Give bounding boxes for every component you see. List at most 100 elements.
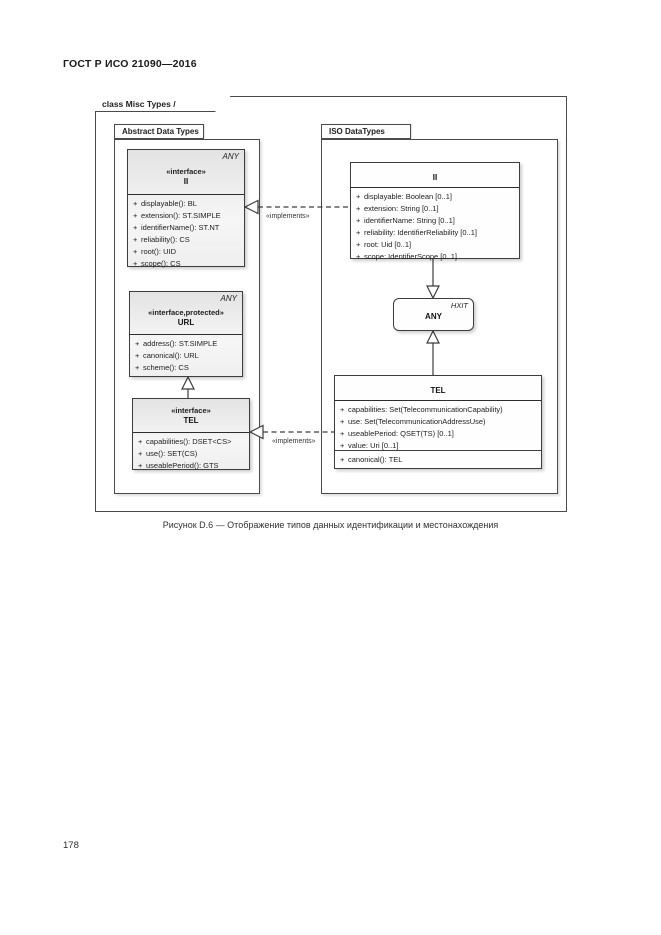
attribute-row: +capabilities(): DSET<CS> bbox=[133, 436, 249, 448]
class-box-abstract-tel: «interface» TEL +capabilities(): DSET<CS… bbox=[132, 398, 250, 470]
attribute-row: +useablePeriod: QSET(TS) [0..1] bbox=[335, 428, 541, 440]
stereotype-label: «interface,protected» bbox=[148, 308, 224, 317]
attribute-text: root: Uid [0..1] bbox=[364, 240, 412, 249]
attribute-row: +root(): UID bbox=[128, 246, 244, 258]
visibility: + bbox=[135, 339, 140, 348]
visibility: + bbox=[356, 216, 361, 225]
attribute-text: identifierName: String [0..1] bbox=[364, 216, 455, 225]
generalization-arrowhead-ii-any bbox=[426, 285, 440, 300]
class-name: URL bbox=[177, 318, 195, 327]
attribute-row: +use: Set(TelecommunicationAddressUse) bbox=[335, 416, 541, 428]
attribute-row: +identifierName: String [0..1] bbox=[351, 215, 519, 227]
attribute-compartment: +displayable(): BL +extension(): ST.SIMP… bbox=[128, 195, 244, 270]
operation-row: +canonical(): TEL bbox=[335, 454, 541, 466]
visibility: + bbox=[340, 429, 345, 438]
corner-label-hxit: HXIT bbox=[450, 301, 468, 310]
attribute-row: +reliability: IdentifierReliability [0..… bbox=[351, 227, 519, 239]
operation-compartment: +canonical(): TEL bbox=[335, 450, 541, 466]
attribute-row: +displayable(): BL bbox=[128, 198, 244, 210]
attribute-row: +address(): ST.SIMPLE bbox=[130, 338, 242, 350]
package-label: ISO DataTypes bbox=[329, 127, 385, 136]
visibility: + bbox=[340, 417, 345, 426]
visibility: + bbox=[133, 247, 138, 256]
attribute-text: reliability(): CS bbox=[141, 235, 190, 244]
attribute-text: use: Set(TelecommunicationAddressUse) bbox=[348, 417, 486, 426]
visibility: + bbox=[340, 405, 345, 414]
implements-label-top: «implements» bbox=[266, 213, 310, 220]
attribute-row: +extension(): ST.SIMPLE bbox=[128, 210, 244, 222]
visibility: + bbox=[133, 199, 138, 208]
visibility: + bbox=[133, 223, 138, 232]
visibility: + bbox=[133, 259, 138, 268]
visibility: + bbox=[356, 228, 361, 237]
attribute-text: capabilities(): DSET<CS> bbox=[146, 437, 232, 446]
attribute-text: displayable(): BL bbox=[141, 199, 197, 208]
diagram-frame-label: class Misc Types / Interfaces bbox=[95, 96, 231, 112]
realization-arrowhead-top bbox=[243, 199, 259, 215]
class-name: ANY bbox=[425, 312, 442, 321]
attribute-text: reliability: IdentifierReliability [0..1… bbox=[364, 228, 477, 237]
attribute-row: +capabilities: Set(TelecommunicationCapa… bbox=[335, 404, 541, 416]
visibility: + bbox=[138, 449, 143, 458]
package-tab-abstract-data-types: Abstract Data Types bbox=[114, 124, 204, 139]
visibility: + bbox=[340, 455, 345, 464]
class-name: TEL bbox=[183, 416, 199, 425]
attribute-text: displayable: Boolean [0..1] bbox=[364, 192, 452, 201]
generalization-arrowhead-tel-any bbox=[426, 329, 440, 344]
attribute-text: scheme(): CS bbox=[143, 363, 189, 372]
visibility: + bbox=[138, 437, 143, 446]
uml-diagram-frame: class Misc Types / Interfaces Abstract D… bbox=[95, 96, 567, 512]
attribute-compartment: +capabilities(): DSET<CS> +use(): SET(CS… bbox=[133, 433, 249, 472]
attribute-text: root(): UID bbox=[141, 247, 177, 256]
stereotype-label: «interface» bbox=[171, 406, 211, 415]
attribute-text: use(): SET(CS) bbox=[146, 449, 198, 458]
attribute-row: +scheme(): CS bbox=[130, 362, 242, 374]
class-box-iso-tel: TEL +capabilities: Set(Telecommunication… bbox=[334, 375, 542, 469]
visibility: + bbox=[356, 204, 361, 213]
attribute-row: +scope(): CS bbox=[128, 258, 244, 270]
attribute-row: +canonical(): URL bbox=[130, 350, 242, 362]
attribute-text: extension: String [0..1] bbox=[364, 204, 439, 213]
attribute-text: canonical(): URL bbox=[143, 351, 199, 360]
attribute-text: extension(): ST.SIMPLE bbox=[141, 211, 221, 220]
corner-label-any: ANY bbox=[220, 294, 237, 303]
attribute-row: +displayable: Boolean [0..1] bbox=[351, 191, 519, 203]
operation-text: canonical(): TEL bbox=[348, 455, 403, 464]
connector-lines-layer bbox=[181, 199, 440, 440]
attribute-text: scope(): CS bbox=[141, 259, 181, 268]
attribute-text: useablePeriod: QSET(TS) [0..1] bbox=[348, 429, 454, 438]
attribute-compartment: +capabilities: Set(TelecommunicationCapa… bbox=[335, 401, 541, 450]
visibility: + bbox=[135, 351, 140, 360]
attribute-text: capabilities: Set(TelecommunicationCapab… bbox=[348, 405, 503, 414]
class-box-iso-any: HXIT ANY bbox=[393, 298, 474, 331]
class-name: II bbox=[183, 177, 189, 186]
visibility: + bbox=[133, 235, 138, 244]
attribute-text: value: Uri [0..1] bbox=[348, 441, 399, 450]
visibility: + bbox=[356, 240, 361, 249]
class-name: TEL bbox=[430, 386, 446, 395]
corner-label-any: ANY bbox=[222, 152, 239, 161]
visibility: + bbox=[135, 363, 140, 372]
attribute-text: scope: IdentifierScope [0..1] bbox=[364, 252, 457, 261]
class-name: II bbox=[432, 173, 438, 182]
visibility: + bbox=[356, 252, 361, 261]
visibility: + bbox=[356, 192, 361, 201]
attribute-row: +useablePeriod(): GTS bbox=[133, 460, 249, 472]
visibility: + bbox=[133, 211, 138, 220]
attribute-text: identifierName(): ST.NT bbox=[141, 223, 220, 232]
attribute-text: address(): ST.SIMPLE bbox=[143, 339, 218, 348]
realization-arrowhead-bottom bbox=[248, 424, 264, 440]
attribute-row: +scope: IdentifierScope [0..1] bbox=[351, 251, 519, 263]
class-box-abstract-url: ANY «interface,protected» URL +address()… bbox=[129, 291, 243, 377]
attribute-row: +reliability(): CS bbox=[128, 234, 244, 246]
attribute-row: +use(): SET(CS) bbox=[133, 448, 249, 460]
package-tab-iso-datatypes: ISO DataTypes bbox=[321, 124, 411, 139]
attribute-text: useablePeriod(): GTS bbox=[146, 461, 219, 470]
visibility: + bbox=[138, 461, 143, 470]
implements-label-bottom: «implements» bbox=[272, 438, 316, 445]
figure-caption: Рисунок D.6 — Отображение типов данных и… bbox=[162, 520, 499, 530]
stereotype-label: «interface» bbox=[166, 167, 206, 176]
generalization-arrowhead-tel-url bbox=[181, 375, 195, 390]
class-box-iso-ii: II +displayable: Boolean [0..1] +extensi… bbox=[350, 162, 520, 261]
